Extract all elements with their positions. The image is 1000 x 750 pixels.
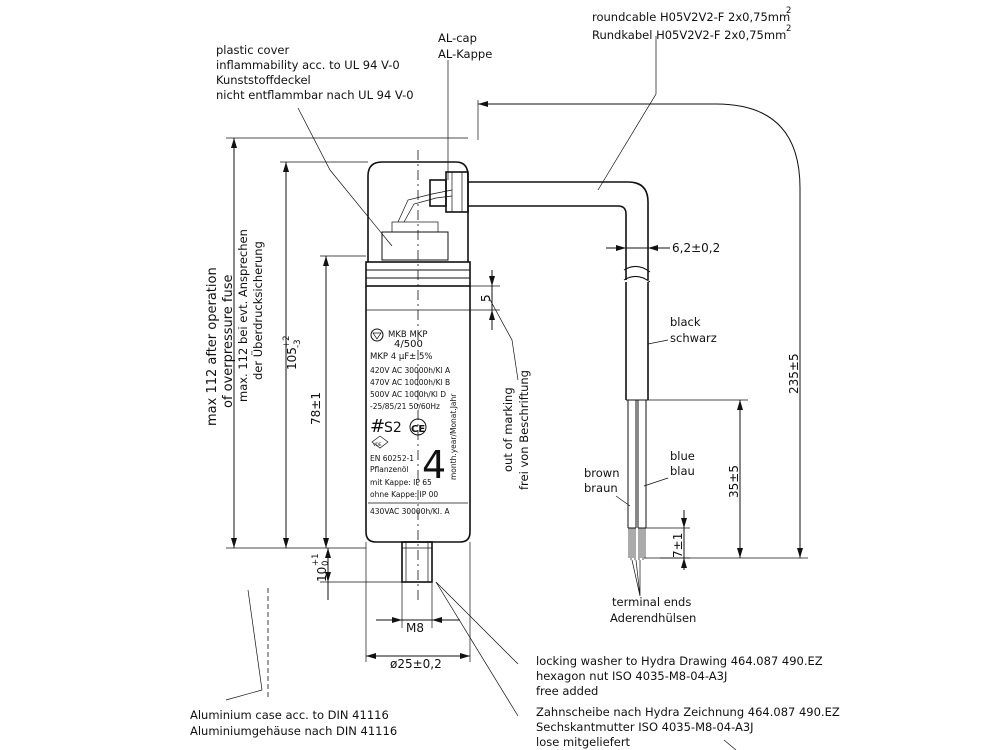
cable-sup-2: 2 (786, 24, 791, 34)
ce-mark-icon (409, 418, 427, 436)
cable-sup-1: 2 (786, 6, 791, 16)
dim-6: 6,2±0,2 (672, 241, 720, 255)
plastic-cover-callout: plastic cover inflammability acc. to UL … (216, 43, 414, 102)
washer-line-2: hexagon nut ISO 4035-M8-04-A3J (536, 669, 727, 683)
plastic-cover-line-3: Kunststoffdeckel (216, 73, 311, 87)
dimension-labels: 105 +2 -3 78±1 10 +1 0 5 235±5 35±5 7±1 … (282, 241, 801, 671)
dim-5: 5 (479, 294, 493, 302)
case-line-1: Aluminium case acc. to DIN 41116 (190, 708, 389, 722)
brand-logo-mark (372, 332, 382, 340)
label-model: 4/500 (394, 339, 423, 350)
dim-105-tol-plus: +2 (282, 335, 292, 348)
dim-10: 10 (315, 567, 329, 582)
cable-callout: roundcable H05V2V2-F 2x0,75mm 2 Rundkabe… (592, 6, 791, 42)
al-cap-callout: AL-cap AL-Kappe (438, 31, 492, 61)
dim-25: ø25±0,2 (390, 657, 442, 671)
label-vde: VDE (373, 442, 382, 447)
dim-7: 7±1 (671, 533, 685, 558)
fuse-line-3: max. 112 bei evt. Ansprechen (236, 229, 250, 402)
label-rating: MKP 4 µF± 5% (370, 352, 432, 362)
label-brand: MKB MKP (388, 330, 427, 340)
terminal-label-en: terminal ends (612, 595, 691, 609)
dim-105: 105 (285, 347, 299, 370)
blue-label-de: blau (670, 464, 695, 478)
marking-line-1: out of marking (501, 387, 515, 472)
label-oil: Pflanzenöl (370, 465, 409, 474)
label-ce: CE (411, 424, 425, 435)
brown-wire-callout: brown braun (584, 466, 620, 495)
brand-logo (370, 328, 384, 342)
brown-label-en: brown (584, 466, 620, 480)
label-row-3: 500V AC 1000h/Kl D (370, 390, 446, 399)
dim-35: 35±5 (727, 465, 741, 498)
terminal-label-de: Aderendhülsen (610, 611, 696, 625)
cable-line-1: roundcable H05V2V2-F 2x0,75mm (592, 10, 790, 24)
washer-de-line-1: Zahnscheibe nach Hydra Zeichnung 464.087… (536, 705, 840, 719)
al-cap-line-1: AL-cap (438, 31, 477, 45)
washer-line-3: free added (536, 684, 598, 698)
washer-de-line-3: lose mitgeliefert (536, 735, 631, 749)
capacitor-body (365, 150, 471, 600)
plastic-cover-line-1: plastic cover (216, 43, 289, 57)
washer-de-line-2: Sechskantmutter ISO 4035-M8-04-A3J (536, 720, 754, 734)
dim-10-tol-plus: +1 (311, 553, 321, 566)
plastic-cover-line-4: nicht entflammbar nach UL 94 V-0 (216, 88, 414, 102)
marking-callout: out of marking frei von Beschriftung (501, 370, 531, 490)
label-s2: S2 (384, 420, 402, 436)
label-row-2: 470V AC 10000h/Kl B (370, 378, 450, 387)
washer-line-1: locking washer to Hydra Drawing 464.087 … (536, 654, 823, 668)
blue-wire-callout: blue blau (670, 449, 695, 478)
al-cap-line-2: AL-Kappe (438, 47, 492, 61)
round-cable (468, 181, 651, 560)
case-line-2: Aluminiumgehäuse nach DIN 41116 (190, 724, 397, 738)
product-label: MKB MKP 4/500 MKP 4 µF± 5% 420V AC 30000… (368, 328, 468, 516)
label-row-1: 420V AC 30000h/Kl A (370, 366, 451, 375)
fuse-callout: max 112 after operation of overpressure … (205, 229, 265, 426)
label-bottom-row: 430VAC 30000h/Kl. A (370, 507, 450, 516)
washer-callout-de: Zahnscheibe nach Hydra Zeichnung 464.087… (536, 705, 840, 749)
leader-lines (225, 36, 737, 750)
dim-78: 78±1 (309, 392, 323, 425)
label-ip-without-cap: ohne Kappe: IP 00 (370, 490, 438, 499)
brown-label-de: braun (584, 481, 618, 495)
washer-callout: locking washer to Hydra Drawing 464.087 … (536, 654, 823, 698)
hash-symbol-icon: # (370, 416, 385, 437)
vde-mark-icon (371, 435, 389, 449)
dim-235: 235±5 (787, 353, 801, 394)
black-label-en: black (670, 315, 701, 329)
fuse-line-4: der Überdrucksicherung (249, 241, 265, 380)
fuse-line-1: max 112 after operation (205, 267, 220, 426)
label-big-digit: 4 (422, 443, 446, 487)
label-row-4: -25/85/21 50/60Hz (370, 402, 440, 411)
terminal-ends-callout: terminal ends Aderendhülsen (610, 595, 696, 625)
fuse-line-2: of overpressure fuse (221, 274, 236, 408)
dim-10-tol-minus: 0 (321, 561, 331, 566)
cable-gland (429, 171, 469, 213)
marking-line-2: frei von Beschriftung (517, 370, 531, 490)
plastic-cover-line-2: inflammability acc. to UL 94 V-0 (216, 58, 400, 72)
blue-label-en: blue (670, 449, 695, 463)
label-date-code: month.year/Monat.Jahr (449, 393, 458, 480)
black-label-de: schwarz (670, 331, 717, 345)
black-wire-callout: black schwarz (670, 315, 717, 345)
dim-m8: M8 (406, 621, 424, 635)
dimension-lines (226, 100, 808, 662)
dim-105-tol-minus: -3 (293, 340, 303, 348)
cable-line-2: Rundkabel H05V2V2-F 2x0,75mm (592, 28, 786, 42)
label-ip-with-cap: mit Kappe: IP 65 (370, 478, 432, 487)
case-callout: Aluminium case acc. to DIN 41116 Alumini… (190, 708, 397, 738)
label-standard: EN 60252-1 (370, 454, 414, 463)
